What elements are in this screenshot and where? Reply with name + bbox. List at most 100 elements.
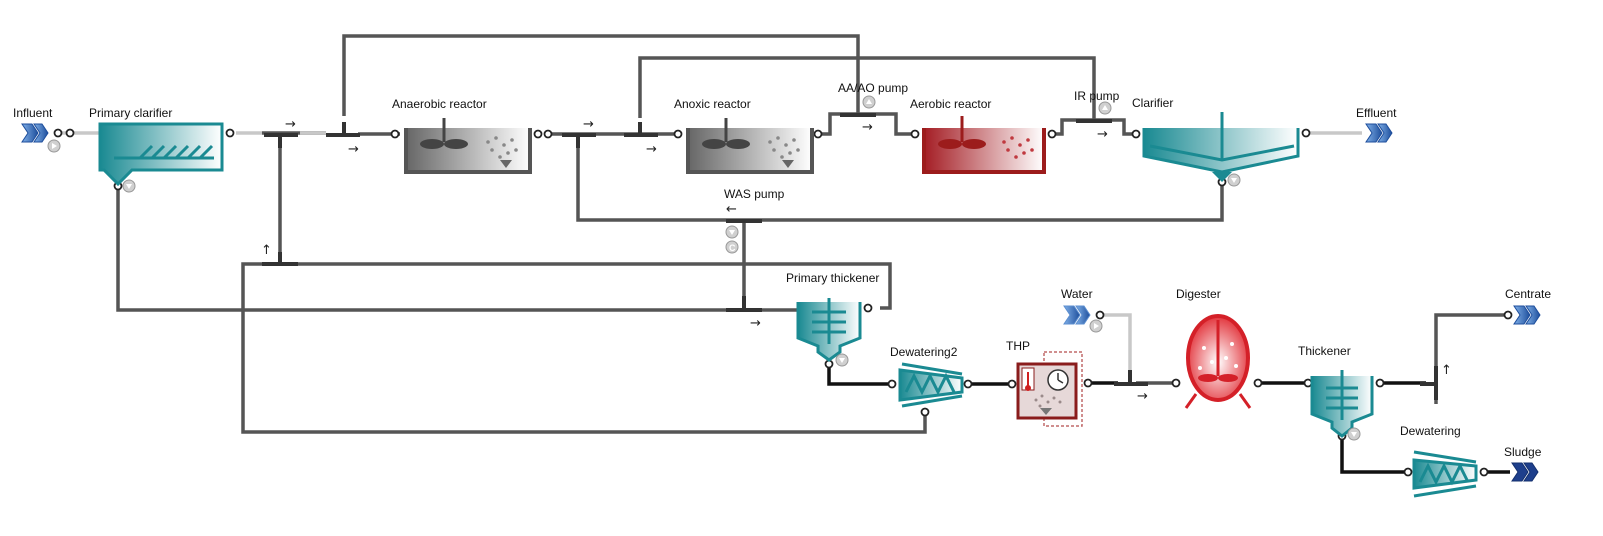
clarifier[interactable]: Clarifier: [1132, 96, 1300, 187]
port[interactable]: [1375, 378, 1385, 388]
mixer-primary-thickener-inlet[interactable]: [726, 296, 762, 312]
port[interactable]: [390, 129, 400, 139]
port[interactable]: [963, 379, 973, 389]
pipe-dewatering2-return[interactable]: [241, 262, 927, 434]
port[interactable]: [1479, 467, 1489, 477]
anoxic-reactor[interactable]: Anoxic reactor: [674, 97, 814, 174]
port[interactable]: [1095, 310, 1105, 320]
screw-top: [1413, 450, 1477, 464]
play-icon-glyph: [1094, 323, 1099, 329]
port[interactable]: [673, 129, 683, 139]
thp[interactable]: THP: [1006, 339, 1083, 427]
chevron-icon: [33, 123, 49, 143]
mixer-lower[interactable]: [262, 252, 298, 266]
pipe-thickener-dewatering[interactable]: [1340, 436, 1408, 474]
dewatering2[interactable]: Dewatering2: [890, 345, 964, 408]
aerobic-reactor[interactable]: Aerobic reactor: [910, 97, 1046, 174]
flow-arrow-right: →: [348, 142, 359, 157]
pipes: [62, 34, 1510, 474]
flow-arrow-right: →: [583, 117, 594, 132]
pipe-ras[interactable]: [576, 136, 1224, 222]
primary-thickener[interactable]: Primary thickener: [786, 271, 879, 367]
pipe-aerobic-out[interactable]: [1056, 118, 1078, 136]
impeller-icon: [444, 139, 468, 149]
mixer-1[interactable]: [264, 133, 298, 148]
dewatering[interactable]: Dewatering: [1400, 424, 1478, 498]
pipe-pt-overflow[interactable]: [280, 262, 892, 310]
pipe-anoxic-out[interactable]: [822, 112, 842, 136]
port[interactable]: [1253, 378, 1263, 388]
mixer-centrate[interactable]: [1420, 366, 1438, 400]
mixer-anaerobic-inlet[interactable]: [326, 122, 360, 137]
port[interactable]: [65, 128, 75, 138]
sludge-stream[interactable]: Sludge: [1504, 445, 1542, 482]
mixer-anoxic-inlet[interactable]: [624, 122, 658, 137]
screw-bottom: [1413, 484, 1477, 498]
aaao-pump[interactable]: AA/AO pump: [838, 81, 908, 109]
centrate-stream[interactable]: Centrate: [1505, 287, 1551, 325]
port[interactable]: [1083, 378, 1093, 388]
flow-arrow-up: ↑: [261, 243, 272, 258]
port[interactable]: [910, 129, 920, 139]
was-pump[interactable]: C WAS pump: [724, 187, 785, 254]
ir-pump[interactable]: IR pump: [1074, 89, 1120, 115]
influent-stream[interactable]: Influent: [13, 106, 61, 153]
pump-down-glyph: [839, 358, 845, 363]
rake-icon: [1326, 386, 1358, 410]
port[interactable]: [887, 379, 897, 389]
digester-label: Digester: [1176, 287, 1221, 301]
flow-arrow-right: →: [750, 316, 761, 331]
influent-label: Influent: [13, 106, 53, 120]
port[interactable]: [1303, 378, 1313, 388]
mixers: [262, 113, 1438, 400]
mixer-digester-inlet[interactable]: [1114, 370, 1148, 386]
screw-icon: [1418, 462, 1470, 486]
port[interactable]: [1131, 129, 1141, 139]
port[interactable]: [920, 407, 930, 417]
primary-clarifier-label: Primary clarifier: [89, 106, 172, 120]
port[interactable]: [1301, 128, 1311, 138]
digester[interactable]: Digester: [1176, 287, 1252, 409]
port[interactable]: [1171, 378, 1181, 388]
water-stream[interactable]: Water: [1061, 287, 1103, 333]
effluent-stream[interactable]: Effluent: [1356, 106, 1397, 143]
chevron-icon: [1513, 305, 1531, 325]
chevron-icon: [1365, 123, 1383, 143]
primary-clarifier-tank: [98, 122, 224, 187]
chevron-icon: [1523, 462, 1539, 482]
port[interactable]: [1007, 379, 1017, 389]
pipe-recycle-ir[interactable]: [638, 56, 1096, 120]
centrate-label: Centrate: [1505, 287, 1551, 301]
anaerobic-reactor[interactable]: Anaerobic reactor: [392, 97, 532, 174]
aerobic-reactor-tank: [922, 128, 1046, 174]
water-label: Water: [1061, 287, 1093, 301]
flow-arrow-right: →: [1097, 127, 1108, 142]
port[interactable]: [813, 129, 823, 139]
thickener[interactable]: Thickener: [1298, 344, 1374, 441]
pipe-centrate[interactable]: [1434, 313, 1508, 374]
port[interactable]: [225, 128, 235, 138]
pump-up-glyph: [1102, 105, 1108, 110]
port[interactable]: [1047, 129, 1057, 139]
pipe-water[interactable]: [1104, 313, 1132, 378]
port[interactable]: [1503, 310, 1513, 320]
port[interactable]: [1403, 467, 1413, 477]
port[interactable]: [863, 303, 873, 313]
primary-clarifier[interactable]: Primary clarifier: [89, 106, 224, 193]
pipe-primary-sludge[interactable]: [116, 190, 726, 312]
settle-icon: [782, 160, 794, 168]
flow-arrow-up: ↑: [1441, 363, 1452, 378]
play-icon-glyph: [52, 143, 57, 149]
aerobic-reactor-label: Aerobic reactor: [910, 97, 991, 111]
anoxic-reactor-label: Anoxic reactor: [674, 97, 751, 111]
settle-icon: [500, 160, 512, 168]
pipe-recycle-aaao[interactable]: [342, 34, 860, 116]
mixer-3[interactable]: [562, 133, 596, 148]
port[interactable]: [543, 129, 553, 139]
dewatering-label: Dewatering: [1400, 424, 1461, 438]
port[interactable]: [53, 128, 63, 138]
controller-badge[interactable]: [725, 240, 739, 254]
port[interactable]: [533, 129, 543, 139]
ports: [53, 128, 1513, 477]
